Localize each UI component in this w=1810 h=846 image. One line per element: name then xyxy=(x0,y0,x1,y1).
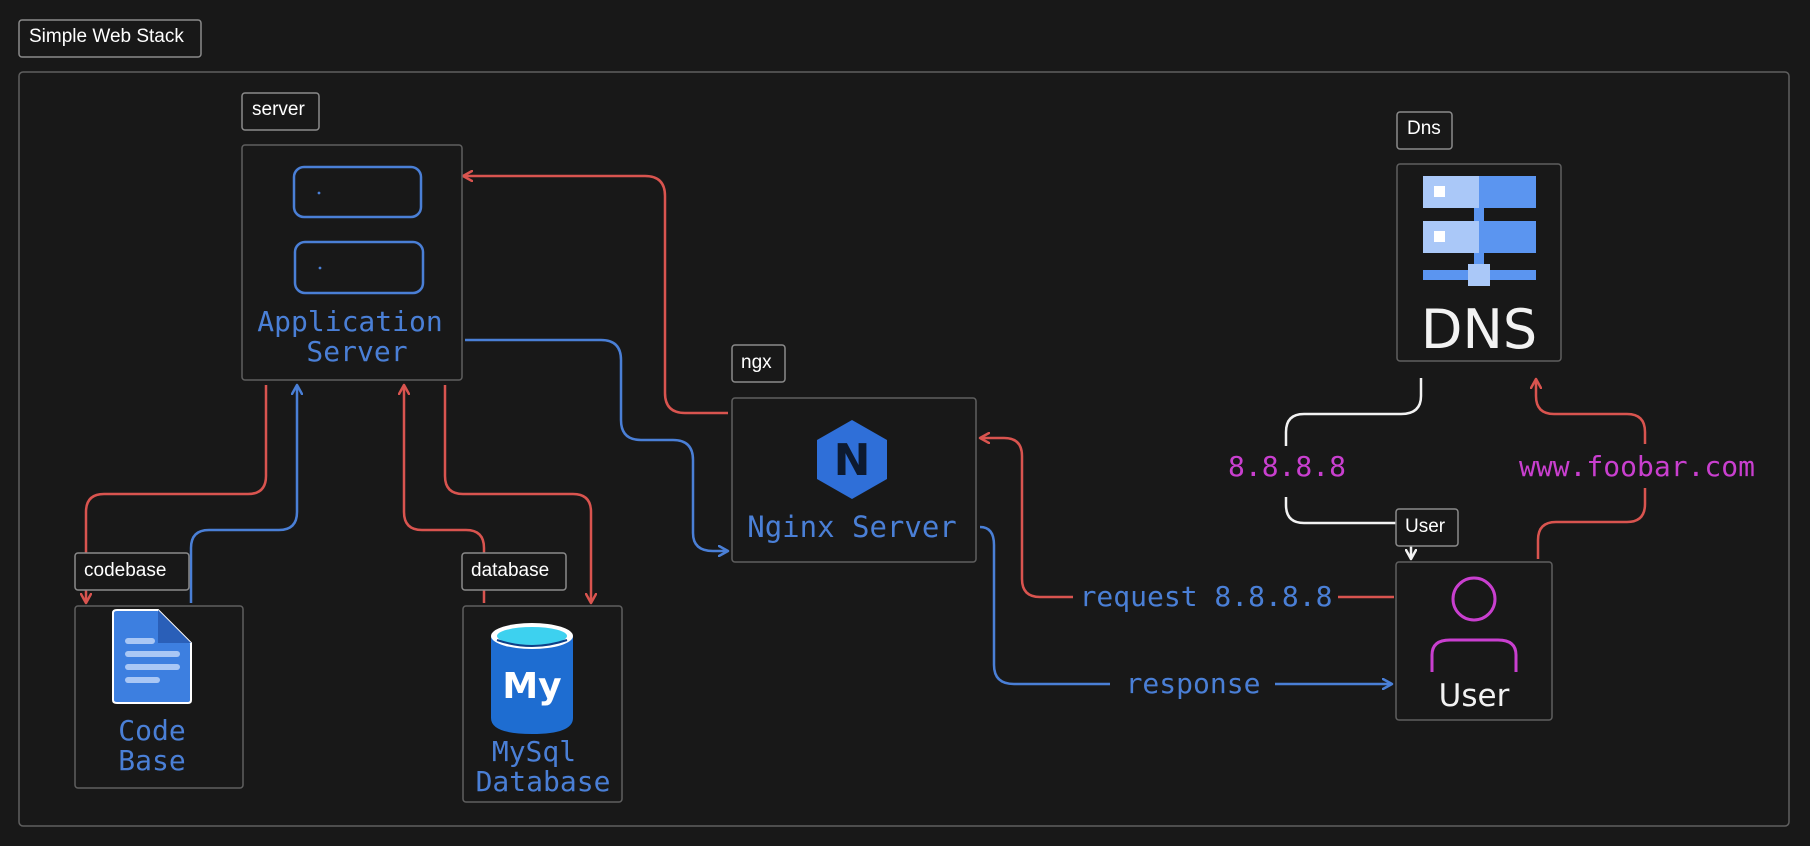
edge-app-to-nginx xyxy=(465,338,728,551)
codebase-tag: codebase xyxy=(74,552,190,591)
request-label: request 8.8.8.8 xyxy=(1080,580,1333,613)
ngx-tag-text: ngx xyxy=(741,352,772,373)
codebase-tag-text: codebase xyxy=(84,560,166,581)
user-text: User xyxy=(1439,678,1510,714)
nginx-server-name: Nginx Server xyxy=(747,510,957,544)
document-icon xyxy=(112,609,192,704)
dns-tag-text: Dns xyxy=(1407,118,1441,139)
database-node[interactable]: My MySql Database xyxy=(462,605,623,803)
ngx-tag: ngx xyxy=(731,344,786,383)
codebase-node[interactable]: Code Base xyxy=(74,605,244,789)
dns-server-icon xyxy=(1423,176,1536,286)
dns-text: DNS xyxy=(1421,298,1537,361)
title-label: Simple Web Stack xyxy=(18,19,202,58)
server-rack-icon xyxy=(292,165,425,295)
server-tag-text: server xyxy=(252,99,305,120)
title-text: Simple Web Stack xyxy=(29,26,184,47)
edge-user-to-dns xyxy=(1536,379,1647,559)
dns-node[interactable]: DNS xyxy=(1396,163,1562,362)
codebase-line1: Code xyxy=(118,714,185,747)
edge-app-to-codebase xyxy=(86,385,268,603)
application-server-node[interactable]: Application Server xyxy=(241,144,463,381)
app-server-line2: Server xyxy=(306,335,407,368)
user-person-icon xyxy=(1430,576,1518,672)
database-tag: database xyxy=(461,552,567,591)
nginx-server-node[interactable]: N Nginx Server xyxy=(731,397,977,563)
database-line2: Database xyxy=(476,765,611,798)
edge-nginx-to-app xyxy=(463,176,728,415)
user-node[interactable]: User xyxy=(1395,561,1553,721)
server-tag: server xyxy=(241,92,320,131)
edge-app-to-db xyxy=(443,385,591,603)
mysql-database-icon: My xyxy=(491,623,573,734)
stack-frame xyxy=(18,71,1790,827)
codebase-line2: Base xyxy=(118,744,185,777)
edge-codebase-to-app xyxy=(189,385,297,603)
response-label: response xyxy=(1126,667,1261,700)
dns-answer-label: 8.8.8.8 xyxy=(1228,450,1346,483)
user-tag: User xyxy=(1395,508,1459,547)
app-server-line1: Application xyxy=(257,305,442,338)
nginx-logo-letter: N xyxy=(834,435,871,486)
user-tag-text: User xyxy=(1405,516,1446,537)
database-line1: MySql xyxy=(492,735,576,768)
edge-db-to-app xyxy=(404,385,486,603)
nginx-logo-icon: N xyxy=(817,420,887,499)
dns-tag: Dns xyxy=(1396,111,1453,150)
edge-user-to-nginx xyxy=(980,438,1394,599)
edge-nginx-to-user xyxy=(979,525,1392,684)
mysql-logo-text: My xyxy=(502,666,561,707)
database-tag-text: database xyxy=(471,560,549,581)
dns-query-label: www.foobar.com xyxy=(1519,450,1755,483)
